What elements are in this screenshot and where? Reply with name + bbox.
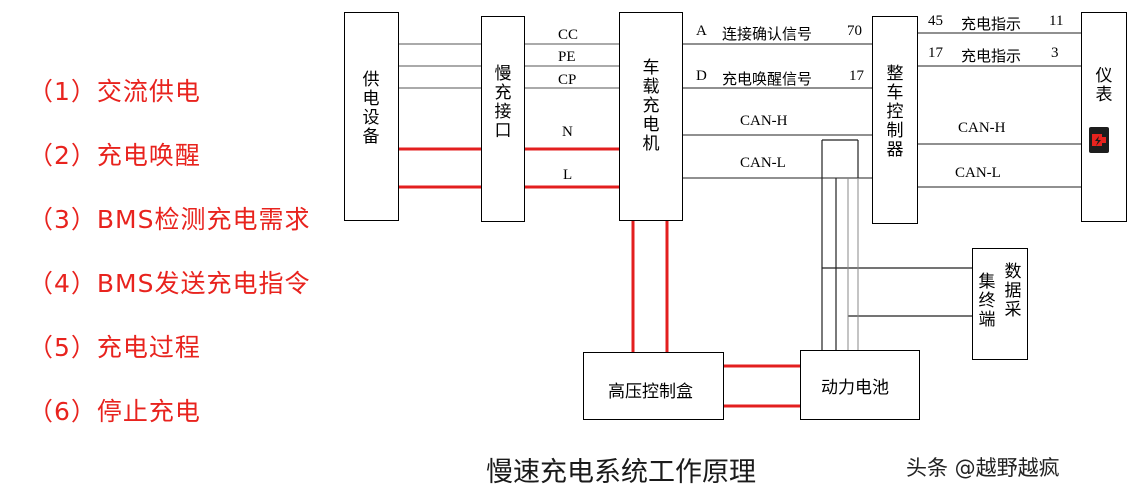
signal-pe: PE xyxy=(558,49,576,65)
data-collection-box: 集终端 数据采 xyxy=(972,248,1028,360)
vcu-can-h: CAN-H xyxy=(958,120,1006,136)
vcu-can-l: CAN-L xyxy=(955,165,1001,181)
obc-d-pin: D xyxy=(696,68,707,84)
vcu-17-label: 充电指示 xyxy=(961,47,1022,65)
power-battery-label: 动力电池 xyxy=(821,378,889,398)
data-collection-label: 集终端 xyxy=(978,272,996,330)
obc-hvbox-power-wires xyxy=(631,221,669,352)
onboard-charger-label: 车载充电机 xyxy=(642,58,660,154)
obc-vcu-wires xyxy=(683,43,872,179)
instrument-box: 仪表 xyxy=(1081,12,1127,222)
obc-d-num: 17 xyxy=(849,68,864,84)
watermark: 头条 @越野越疯 xyxy=(906,456,1060,480)
step-6: （6）停止充电 xyxy=(28,397,201,426)
step-3: （3）BMS检测充电需求 xyxy=(28,205,311,234)
signal-n: N xyxy=(562,124,573,140)
diagram-title: 慢速充电系统工作原理 xyxy=(486,457,756,488)
vcu-45-pin: 45 xyxy=(928,13,943,29)
vehicle-controller-box: 整车控制器 xyxy=(872,16,918,224)
step-2: （2）充电唤醒 xyxy=(28,141,201,170)
obc-a-pin: A xyxy=(696,23,707,39)
obc-a-num: 70 xyxy=(847,23,862,39)
vcu-45-num: 11 xyxy=(1049,13,1064,29)
can-bus-gray-wires xyxy=(847,178,859,350)
can-bus-wires xyxy=(821,139,972,350)
step-1: （1）交流供电 xyxy=(28,77,201,106)
vcu-instrument-wires xyxy=(918,32,1081,188)
signal-l: L xyxy=(563,167,573,183)
obc-can-l: CAN-L xyxy=(740,155,786,171)
slow-charge-port-label: 慢充接口 xyxy=(494,64,512,141)
data-collection-label-right: 数据采 xyxy=(1004,262,1022,320)
instrument-label: 仪表 xyxy=(1095,66,1113,105)
charging-indicator-icon xyxy=(1089,127,1109,153)
onboard-charger-box: 车载充电机 xyxy=(619,12,683,221)
signal-cc: CC xyxy=(558,27,579,43)
vcu-17-num: 3 xyxy=(1051,45,1059,61)
port-obc-signal-wires xyxy=(525,43,619,89)
signal-cp: CP xyxy=(558,72,577,88)
vcu-17-pin: 17 xyxy=(928,45,943,61)
hvbox-battery-power-wires xyxy=(724,364,800,408)
hv-box-label: 高压控制盒 xyxy=(608,382,693,402)
obc-d-label: 充电唤醒信号 xyxy=(722,70,813,88)
power-battery-box: 动力电池 xyxy=(800,350,920,420)
vehicle-controller-label: 整车控制器 xyxy=(886,64,904,160)
step-5: （5）充电过程 xyxy=(28,333,201,362)
obc-can-h: CAN-H xyxy=(740,113,788,129)
slow-charge-port-box: 慢充接口 xyxy=(481,16,525,222)
supply-port-power-wires xyxy=(399,147,481,189)
supply-port-signal-wires xyxy=(399,43,481,89)
vcu-45-label: 充电指示 xyxy=(961,15,1022,33)
port-obc-power-wires xyxy=(525,147,619,189)
supply-equipment-label: 供电设备 xyxy=(362,70,380,147)
obc-a-label: 连接确认信号 xyxy=(722,25,813,43)
hv-box: 高压控制盒 xyxy=(583,352,724,420)
supply-equipment-box: 供电设备 xyxy=(344,12,399,221)
step-4: （4）BMS发送充电指令 xyxy=(28,269,311,298)
